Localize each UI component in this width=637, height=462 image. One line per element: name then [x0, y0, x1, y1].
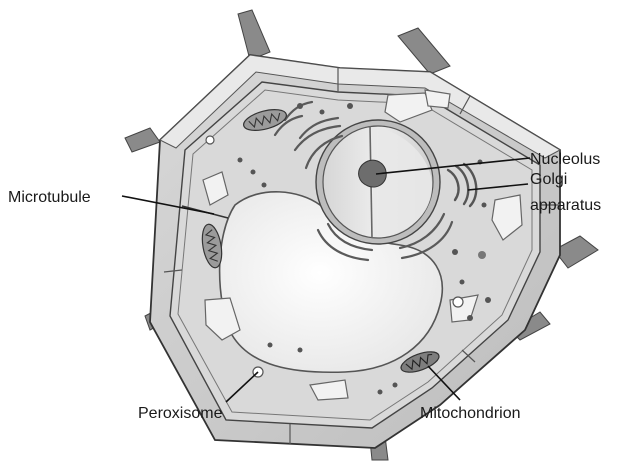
label-golgi-line1: Golgi: [530, 171, 567, 188]
label-peroxisome: Peroxisome: [138, 405, 223, 422]
label-nucleolus: Nucleolus: [530, 151, 600, 168]
label-golgi-line2: apparatus: [530, 197, 601, 214]
label-mitochondrion: Mitochondrion: [420, 405, 521, 422]
label-microtubule: Microtubule: [8, 189, 91, 206]
